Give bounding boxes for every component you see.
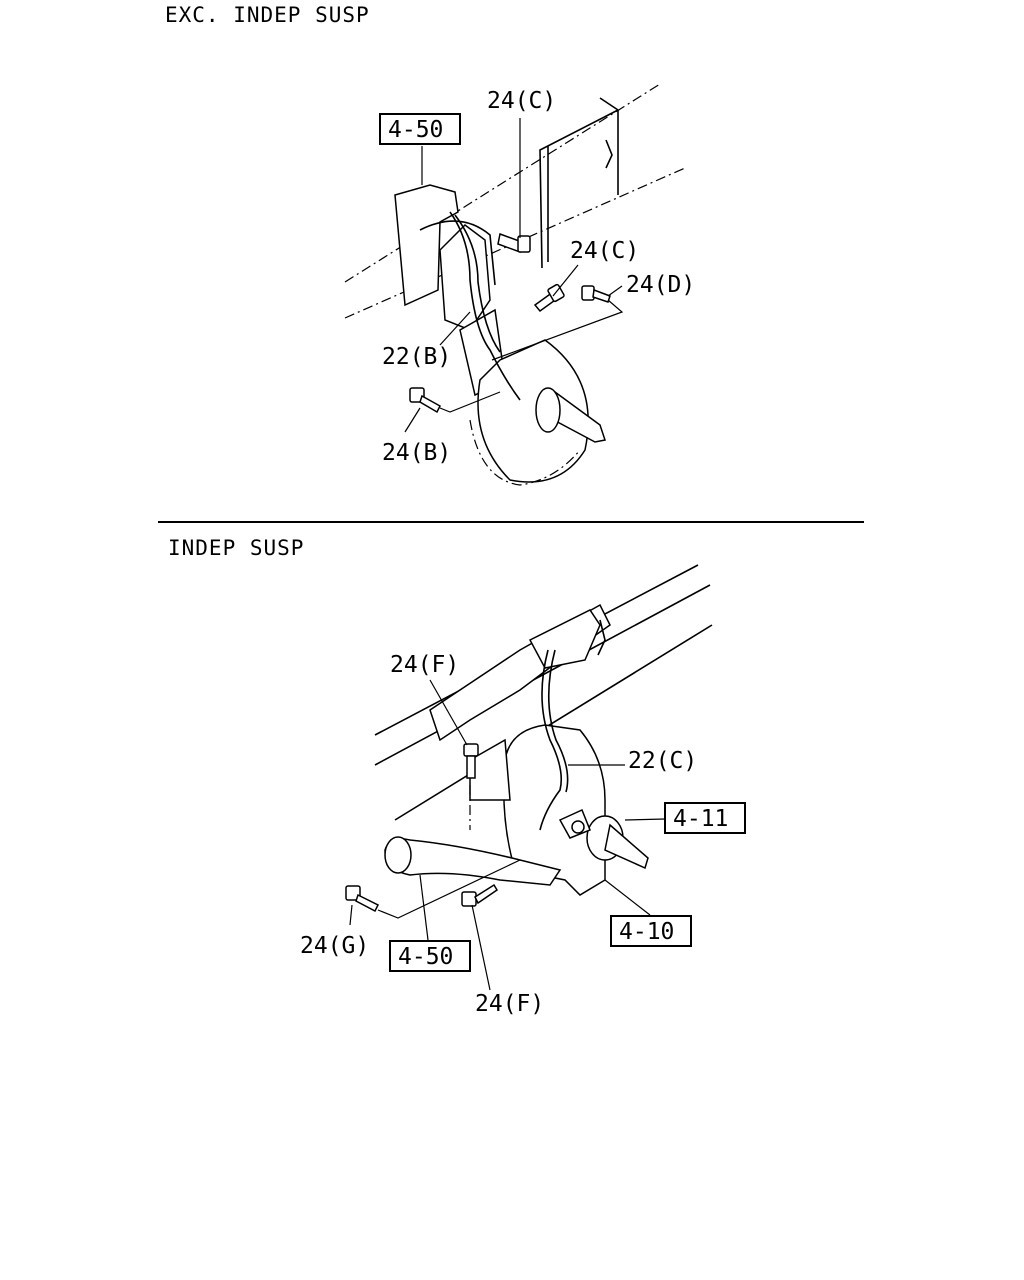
ref-box-4-50-top[interactable]: [379, 113, 461, 145]
ref-box-4-10[interactable]: [610, 915, 692, 947]
callout-22c: 22(C): [628, 748, 697, 774]
callout-24c-mid: 24(C): [570, 238, 639, 264]
callout-24d: 24(D): [626, 272, 695, 298]
ref-box-label: 4-50: [398, 944, 453, 970]
exc-indep-drawing: [344, 83, 686, 486]
callout-24c-upper: 24(C): [487, 88, 556, 114]
bolt-24b-icon: [409, 387, 441, 414]
bolt-24g-icon: [345, 885, 380, 913]
section-2-title: INDEP SUSP: [168, 536, 304, 560]
indep-drawing: [374, 564, 713, 896]
ref-box-label: 4-50: [388, 117, 443, 143]
bolt-24f-bottom-icon: [461, 883, 499, 907]
section-1-title: EXC. INDEP SUSP: [165, 3, 370, 27]
bolt-24c-upper-icon: [497, 232, 531, 254]
callout-24f-top: 24(F): [390, 652, 459, 678]
callout-22b: 22(B): [382, 344, 451, 370]
bolt-24d-icon: [581, 285, 611, 303]
bolt-24c-mid-icon: [533, 283, 565, 313]
ref-box-4-50-bottom[interactable]: [389, 940, 471, 972]
ref-box-4-11[interactable]: [664, 802, 746, 834]
bolt-24f-top-icon: [463, 743, 479, 779]
callout-24g: 24(G): [300, 933, 369, 959]
ref-box-label: 4-11: [673, 806, 728, 832]
callout-24f-bottom: 24(F): [475, 991, 544, 1017]
callout-24b: 24(B): [382, 440, 451, 466]
ref-box-label: 4-10: [619, 919, 674, 945]
